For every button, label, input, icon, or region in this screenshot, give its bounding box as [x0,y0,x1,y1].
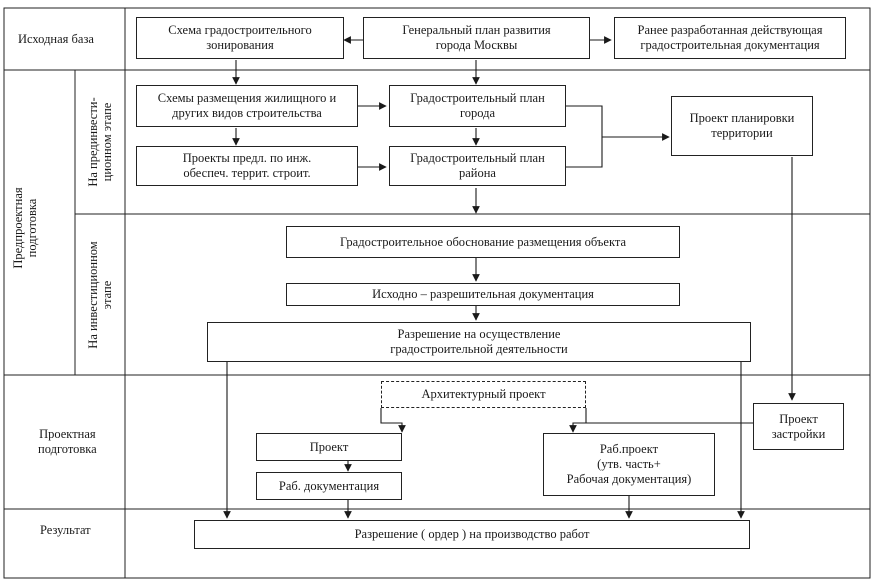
zoning-scheme-box: Схема градостроительного зонирования [136,17,344,59]
row-label-base: Исходная база [18,32,94,46]
engineering-projects-box: Проекты предл. по инж. обеспеч. террит. … [136,146,358,186]
bracket-city-district [566,105,603,168]
city-plan-box: Градостроительный план города [389,85,566,127]
row-label-preinvest: На прединвести- ционном этапе [86,97,114,187]
row-label-preproject: Предпроектная подготовка [11,187,39,269]
grid-lines [3,7,871,579]
district-plan-box: Градостроительный план района [389,146,566,186]
housing-schemes-box: Схемы размещения жилищного и других видо… [136,85,358,127]
existing-docs-box: Ранее разработанная действующая градостр… [614,17,846,59]
arrow-arch-to-workproject [569,408,587,433]
outer-border [3,7,871,579]
development-project-box: Проект застройки [753,403,844,450]
working-project-box: Раб.проект (утв. часть+ Рабочая документ… [543,433,715,496]
general-plan-box: Генеральный план развития города Москвы [363,17,590,59]
permit-docs-box: Исходно – разрешительная документация [286,283,680,306]
arrows [223,36,796,519]
permission-box: Разрешение на осуществление градостроите… [207,322,751,362]
justification-box: Градостроительное обоснование размещения… [286,226,680,258]
working-docs-box: Раб. документация [256,472,402,500]
project-box: Проект [256,433,402,461]
row-label-invest: На инвестиционном этапе [86,241,114,349]
row-label-project: Проектная подготовка [38,427,97,456]
row-label-result: Результат [40,523,91,537]
arrow-arch-to-project [380,408,406,433]
work-permit-box: Разрешение ( ордер ) на производство раб… [194,520,750,549]
planning-project-box: Проект планировки территории [671,96,813,156]
architectural-project-box: Архитектурный проект [381,381,586,408]
